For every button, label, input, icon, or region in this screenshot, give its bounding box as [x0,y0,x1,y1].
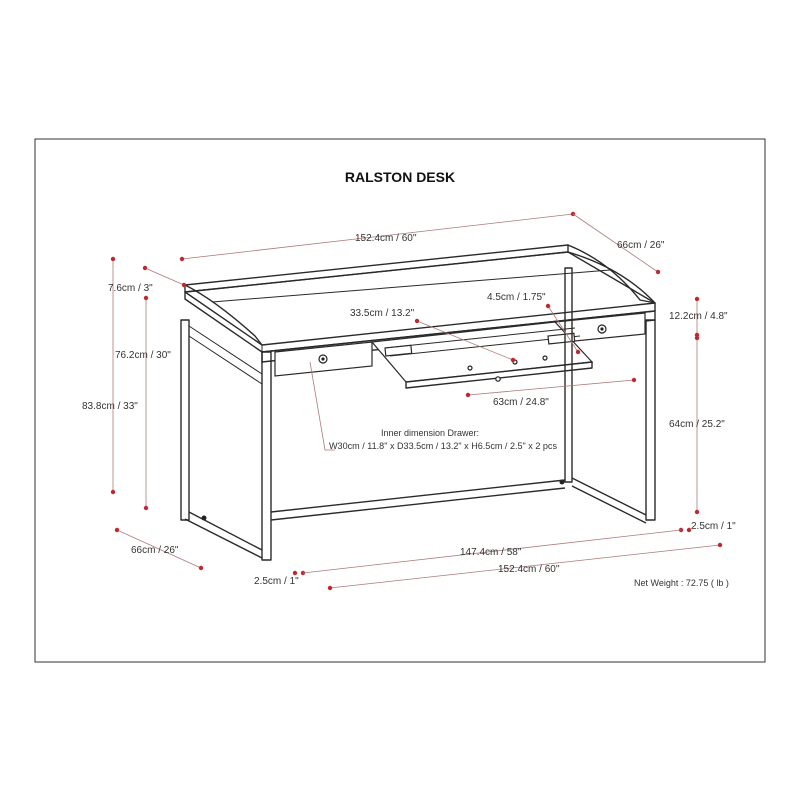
label-inner-width: 147.4cm / 58" [460,547,522,558]
label-drawer-depth: 33.5cm / 13.2" [350,308,415,319]
label-leg-width-left: 2.5cm / 1" [254,576,299,587]
label-top-width: 152.4cm / 60'' [355,233,417,244]
inner-drawer-heading: Inner dimension Drawer: [381,428,479,438]
hutch-right-side [567,244,656,304]
diagram-border [34,138,766,663]
left-front-leg [261,351,272,561]
label-leg-width-right: 2.5cm / 1" [691,521,736,532]
label-hutch-height: 7.6cm / 3" [108,283,153,294]
right-rear-leg [564,267,573,483]
diagram-title: RALSTON DESK [345,169,455,185]
label-apron-height: 12.2cm / 4.8" [669,311,728,322]
left-rear-leg [180,319,190,521]
net-weight: Net Weight : 72.75 ( lb ) [634,578,729,588]
dimension-labels: 152.4cm / 60'' 66cm / 26" 7.6cm / 3" 76.… [82,233,736,588]
label-keyboard-tray: 63cm / 24.8" [493,397,549,408]
label-leg-clearance: 64cm / 25.2" [669,419,725,430]
label-base-width: 152.4cm / 60'' [498,564,560,575]
label-desk-height: 76.2cm / 30" [115,350,171,361]
inner-drawer-detail: W30cm / 11.8" x D33.5cm / 13.2" x H6.5cm… [329,441,557,451]
hutch-left-side [184,284,263,346]
right-front-leg [645,319,656,521]
label-top-depth: 66cm / 26" [617,240,665,251]
label-base-depth: 66cm / 26" [131,545,179,556]
keyboard-tray-front [405,361,593,389]
label-total-height: 83.8cm / 33" [82,401,138,412]
label-drawer-front: 4.5cm / 1.75" [487,292,546,303]
desk-illustration [180,244,656,561]
dimension-lines [110,211,723,591]
